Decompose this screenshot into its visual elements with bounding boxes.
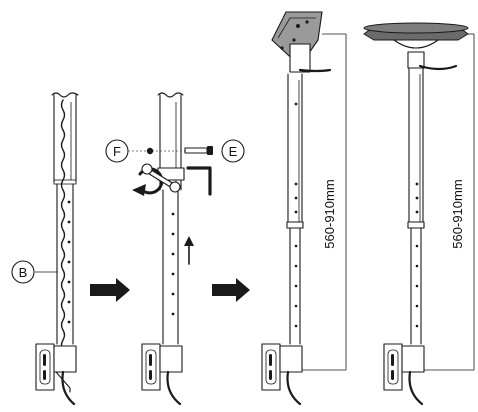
bolt-icon: [184, 146, 213, 155]
right-arrow-icon: [212, 278, 250, 302]
step4-pole-assembly: 560-910mm: [363, 22, 475, 406]
callout-e-label: E: [229, 144, 238, 159]
callout-e: E: [184, 139, 245, 163]
outer-tube: [51, 92, 79, 185]
tv-bracket: [383, 343, 425, 406]
cable: [60, 99, 66, 351]
inner-tube: [56, 183, 74, 345]
height-dimension: 560-910mm: [424, 33, 475, 371]
tv-bracket: [35, 343, 77, 406]
callout-b-label: B: [19, 265, 28, 280]
outer-tube: [408, 67, 424, 225]
outer-tube: [287, 73, 303, 225]
adjustment-holes: [67, 200, 71, 324]
step1-pole-assembly: B: [11, 92, 79, 406]
tv-bracket: [261, 343, 303, 406]
rotate-icon-head: [132, 184, 146, 196]
tv-bracket: [141, 343, 183, 406]
callout-b: B: [11, 260, 58, 284]
height-dimension: 560-910mm: [302, 33, 347, 371]
up-arrow-icon: [184, 236, 194, 265]
allen-key-icon: [186, 166, 212, 196]
ceiling-plate: [363, 22, 469, 71]
height-dimension-label: 560-910mm: [322, 179, 337, 248]
adjustment-holes: [171, 212, 175, 316]
inner-tube: [162, 189, 179, 345]
inner-tube: [289, 227, 301, 345]
nut-icon: [146, 147, 154, 155]
step3-pole-assembly: 560-910mm: [261, 11, 347, 406]
wrench-icon: [141, 163, 181, 193]
callout-f: F: [105, 139, 200, 163]
inner-tube: [410, 227, 422, 345]
height-dimension-label: 560-910mm: [450, 179, 465, 248]
ceiling-plate: [271, 11, 332, 73]
step2-pole-assembly: F E: [105, 92, 245, 406]
right-arrow-icon: [90, 278, 130, 302]
callout-f-label: F: [113, 144, 121, 159]
